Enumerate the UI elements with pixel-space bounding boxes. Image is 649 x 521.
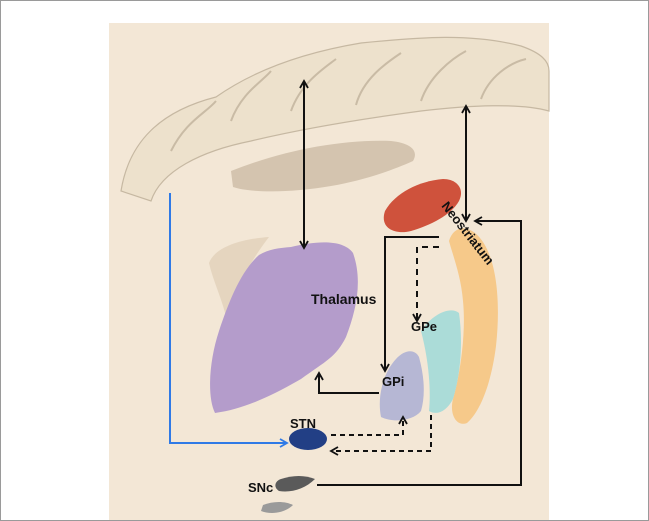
stn-label: STN <box>290 416 316 431</box>
thalamus-label: Thalamus <box>311 291 377 307</box>
gpe-label: GPe <box>411 319 437 334</box>
gpi-label: GPi <box>382 374 404 389</box>
stn <box>289 428 327 450</box>
snc-label: SNc <box>248 480 273 495</box>
